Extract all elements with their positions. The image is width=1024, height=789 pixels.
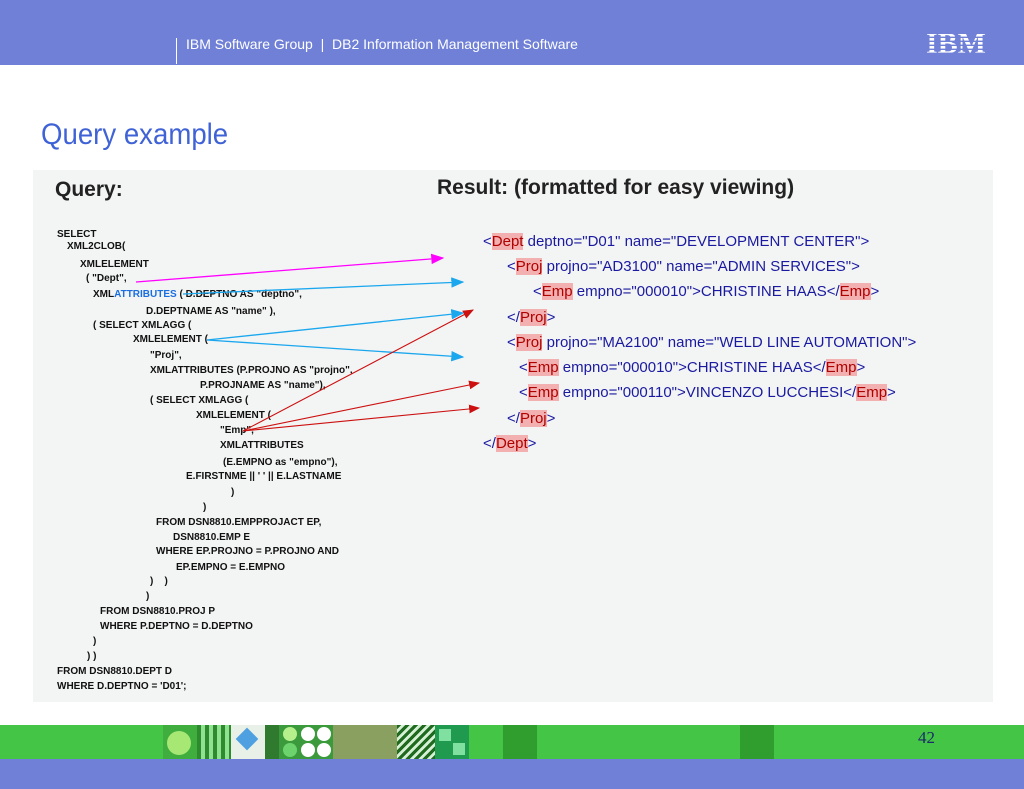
footer-tile: [265, 725, 279, 759]
xml-tag: Dept: [495, 435, 528, 452]
query-line: P.PROJNAME AS "name"),: [200, 380, 326, 391]
query-line: FROM DSN8810.DEPT D: [57, 666, 173, 677]
xml-tag: Emp: [541, 283, 573, 300]
xml-tag: Proj: [519, 309, 547, 326]
footer-tile: [197, 725, 231, 759]
xml-tag: Dept: [491, 233, 524, 250]
mapping-arrows: [135, 253, 481, 432]
query-line: ): [93, 636, 97, 647]
slide-title: Query example: [41, 118, 229, 151]
query-line: XMLATTRIBUTES ( D.DEPTNO AS "deptno",: [93, 289, 302, 301]
query-line: D.DEPTNAME AS "name" ),: [146, 306, 276, 317]
result-line-emp: <Emp empno="000110">VINCENZO LUCCHESI</E…: [519, 384, 896, 401]
query-line: ) ): [87, 651, 97, 662]
footer-tile: [333, 725, 397, 759]
query-token: ( D.DEPTNO AS "deptno",: [176, 289, 302, 300]
arrow-emp-1: [242, 309, 474, 432]
arrow-proj-attrs: [206, 309, 465, 341]
footer-tile: [740, 725, 774, 759]
footer-tile: [279, 725, 333, 759]
result-line-emp: <Emp empno="000010">CHRISTINE HAAS</Emp>: [533, 283, 880, 300]
query-line: ): [203, 502, 207, 513]
xml-tag: Emp: [825, 359, 857, 376]
query-line: FROM DSN8810.PROJ P: [100, 606, 216, 617]
xml-tag: Proj: [515, 334, 543, 351]
query-line: ( "Dept",: [86, 273, 127, 284]
xml-tag: Emp: [527, 359, 559, 376]
footer-bar: [0, 759, 1024, 789]
query-line: WHERE EP.PROJNO = P.PROJNO AND: [156, 546, 339, 557]
result-line-proj-close: </Proj>: [507, 410, 556, 427]
query-line: FROM DSN8810.EMPPROJACT EP,: [156, 517, 322, 528]
footer-tile: [163, 725, 197, 759]
arrow-emp-2: [242, 380, 481, 432]
query-line: "Proj",: [150, 350, 182, 361]
query-line: EP.EMPNO = E.EMPNO: [176, 562, 286, 573]
arrow-dept: [135, 253, 445, 283]
query-line: E.FIRSTNME || ' ' || E.LASTNAME: [186, 471, 342, 482]
query-line: WHERE P.DEPTNO = D.DEPTNO: [100, 621, 253, 632]
ibm-logo: IBM: [926, 27, 986, 58]
query-heading: Query:: [55, 178, 123, 201]
query-line: "Emp",: [220, 425, 254, 436]
xml-tag: Emp: [527, 384, 559, 401]
ibm-logo-text: IBM: [926, 27, 986, 58]
header-separator: [176, 38, 177, 64]
arrow-attributes: [182, 277, 465, 295]
query-token: ATTRIBUTES: [114, 289, 177, 300]
query-line: XMLELEMENT (: [133, 334, 208, 345]
result-line-emp: <Emp empno="000010">CHRISTINE HAAS</Emp>: [519, 359, 866, 376]
query-line: WHERE D.DEPTNO = 'D01';: [57, 681, 187, 692]
query-line: ) ): [150, 576, 168, 587]
footer-tile: [435, 725, 469, 759]
xml-tag: Proj: [515, 258, 543, 275]
query-figure: Query: Result: (formatted for easy viewi…: [33, 170, 993, 702]
query-line: XMLELEMENT: [80, 259, 149, 270]
query-line: (E.EMPNO as "empno"),: [223, 457, 338, 468]
result-line-dept: <Dept deptno="D01" name="DEVELOPMENT CEN…: [483, 233, 870, 250]
query-line: ( SELECT XMLAGG (: [93, 320, 192, 331]
arrow-emp-3: [242, 404, 481, 432]
xml-tag: Emp: [839, 283, 871, 300]
query-line: XML2CLOB(: [67, 241, 126, 252]
xml-tag: Emp: [856, 384, 888, 401]
header-bar: [0, 0, 1024, 65]
header-title: IBM Software Group | DB2 Information Man…: [186, 36, 578, 52]
xml-tag: Proj: [519, 410, 547, 427]
footer-tile: [231, 725, 265, 759]
query-line: ): [146, 591, 150, 602]
result-line-dept-close: </Dept>: [483, 435, 537, 452]
query-line: ( SELECT XMLAGG (: [150, 395, 249, 406]
footer-tile: [503, 725, 537, 759]
result-heading: Result: (formatted for easy viewing): [437, 176, 795, 199]
query-line: DSN8810.EMP E: [173, 532, 251, 543]
result-line-proj: <Proj projno="AD3100" name="ADMIN SERVIC…: [507, 258, 860, 275]
page-number: 42: [918, 728, 935, 747]
query-line: XMLATTRIBUTES (P.PROJNO AS "projno",: [150, 365, 353, 376]
query-line: SELECT: [57, 229, 97, 240]
query-line: ): [231, 487, 235, 498]
arrow-proj-elem: [206, 339, 465, 362]
footer-tile: [397, 725, 435, 759]
query-line: XMLELEMENT (: [196, 410, 271, 421]
result-line-proj: <Proj projno="MA2100" name="WELD LINE AU…: [507, 334, 917, 351]
query-token: XML: [93, 289, 115, 300]
result-line-proj-close: </Proj>: [507, 309, 556, 326]
query-line: XMLATTRIBUTES: [220, 440, 304, 451]
